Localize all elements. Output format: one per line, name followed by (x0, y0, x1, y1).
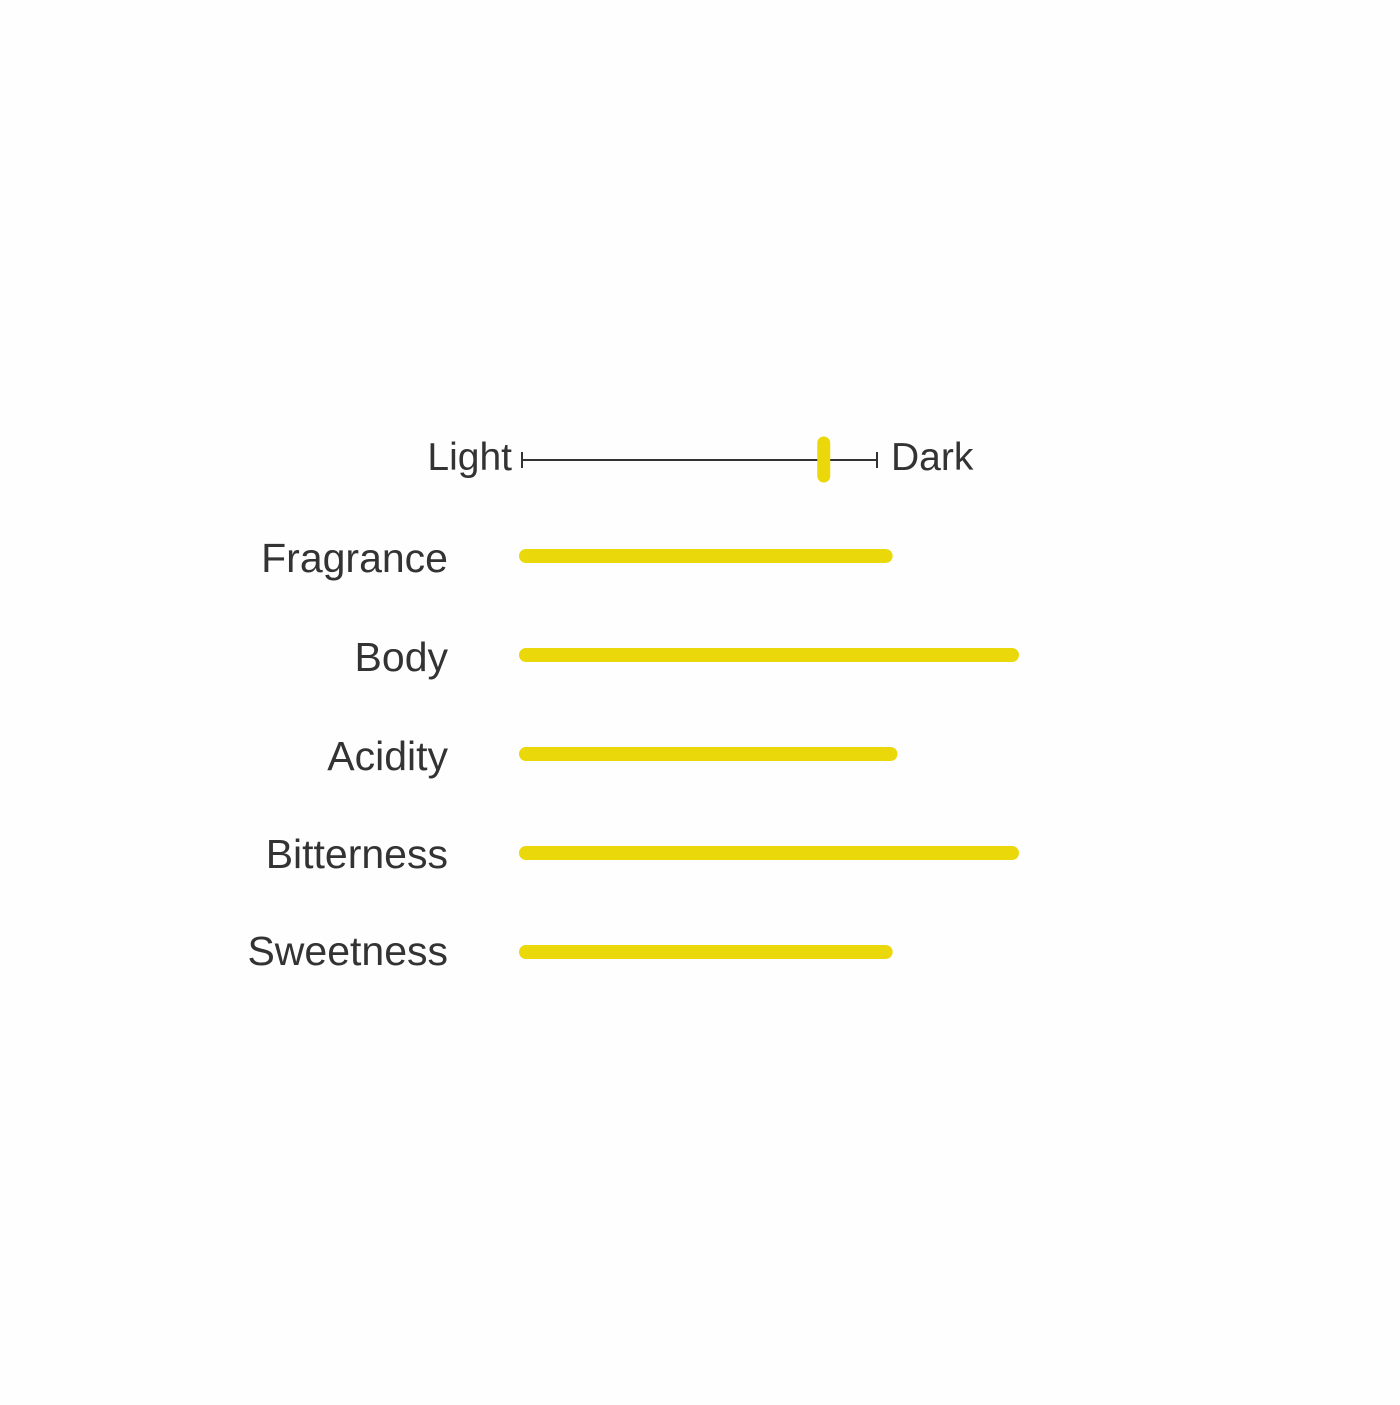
attribute-label-fragrance: Fragrance (261, 535, 448, 581)
roast-light-label: Light (427, 436, 512, 479)
attribute-label-body: Body (355, 634, 449, 680)
roast-dark-label: Dark (891, 436, 974, 479)
attribute-row-fragrance: Fragrance (261, 535, 893, 581)
attribute-label-bitterness: Bitterness (266, 831, 448, 877)
attribute-row-body: Body (355, 634, 1019, 680)
attribute-row-bitterness: Bitterness (266, 831, 1019, 877)
attribute-row-acidity: Acidity (327, 733, 898, 779)
roast-scale: Light Dark (427, 436, 974, 483)
attribute-label-sweetness: Sweetness (247, 928, 448, 974)
attribute-label-acidity: Acidity (327, 733, 448, 779)
attribute-row-sweetness: Sweetness (247, 928, 893, 974)
